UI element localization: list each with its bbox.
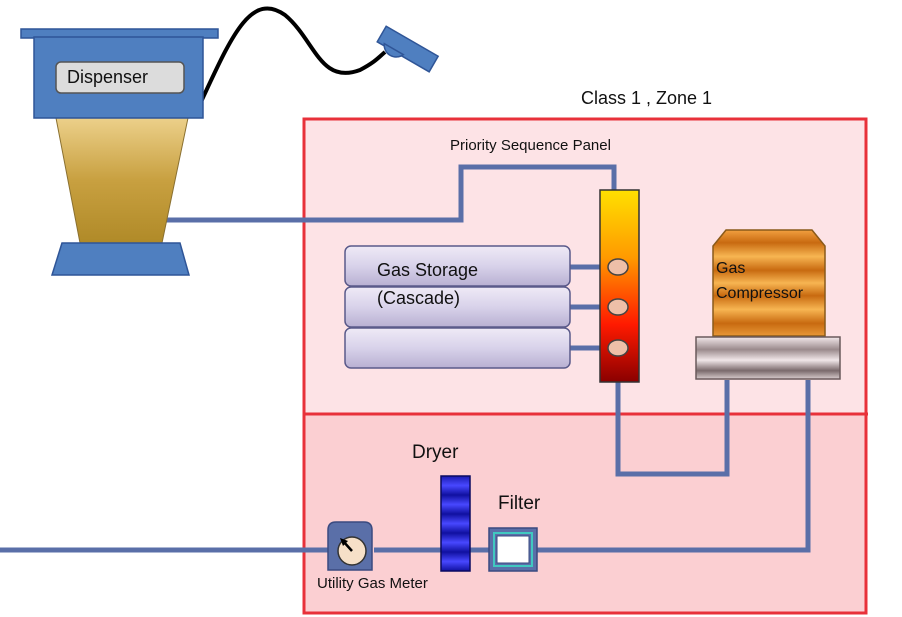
gas-compressor: Gas Compressor [695,229,841,380]
zone-lower [304,414,866,613]
pipe-panel-dispenser [162,164,617,223]
compressor-base [695,336,841,380]
nozzle-icon [376,25,440,73]
filter: Filter [488,493,541,572]
pipe-filter-compressor [537,380,811,553]
priority-panel-label: Priority Sequence Panel [450,137,611,154]
filter-label: Filter [498,493,541,514]
storage-tank-2 [344,286,571,328]
gas-storage-sublabel: (Cascade) [377,288,460,308]
pipes [0,164,811,553]
meter-label: Utility Gas Meter [317,575,428,592]
panel-valve-1 [607,258,629,276]
zone-border [302,117,868,615]
dispenser-label: Dispenser [67,67,148,87]
panel-valve-3 [607,339,629,357]
fuel-hose [198,6,387,105]
storage-tank-1 [344,245,571,287]
dispenser-base [50,242,190,276]
priority-panel [599,189,640,383]
zone-label: Class 1 , Zone 1 [581,88,712,108]
compressor-body [712,229,826,337]
dryer: Dryer [412,442,471,572]
compressor-sublabel: Compressor [716,285,804,302]
gas-storage-label: Gas Storage [377,260,478,280]
dispenser: Dispenser [20,6,440,276]
dispenser-body [55,117,189,244]
dryer-label: Dryer [412,442,459,463]
gas-storage-cascade: Gas Storage (Cascade) [344,245,571,369]
compressor-label: Gas [716,260,745,277]
dispenser-label-box [55,61,185,94]
storage-tank-3 [344,327,571,369]
pipe-compressor-panel [615,380,730,477]
utility-gas-meter: Utility Gas Meter [317,521,428,592]
panel-valve-2 [607,298,629,316]
